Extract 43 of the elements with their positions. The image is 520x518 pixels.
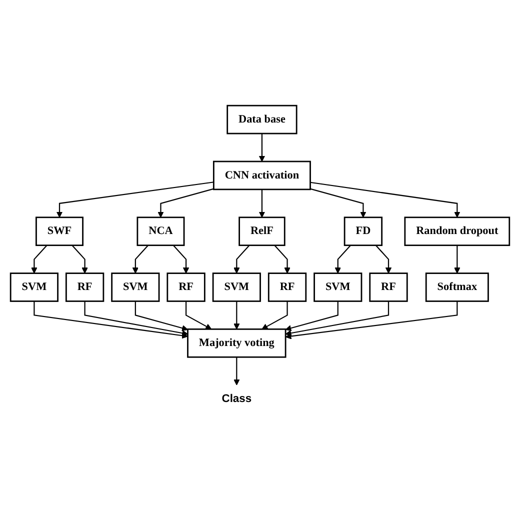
node-box: Majority voting — [187, 328, 286, 358]
arrow — [234, 356, 240, 386]
arrow — [258, 189, 266, 218]
arrow — [234, 244, 250, 274]
arrow — [285, 300, 458, 339]
node-box: FD — [344, 216, 383, 246]
node-box: RF — [65, 272, 104, 302]
arrow — [258, 133, 266, 162]
arrow — [454, 245, 460, 274]
arrow — [31, 244, 48, 274]
node-box: Random dropout — [404, 216, 510, 246]
node-box: SWF — [36, 216, 84, 246]
arrow — [310, 188, 366, 218]
arrow — [285, 300, 338, 331]
arrow — [262, 300, 288, 330]
node-box: Data base — [226, 104, 298, 134]
arrow — [334, 244, 351, 274]
node-box: RF — [369, 272, 408, 302]
arrow — [234, 300, 240, 330]
node-box: SVM — [10, 272, 58, 302]
arrow — [172, 244, 190, 274]
node-box: SVM — [111, 272, 160, 302]
arrow — [132, 244, 148, 274]
node-box: RelF — [238, 216, 286, 246]
arrow — [285, 300, 390, 336]
arrow — [56, 181, 214, 218]
node-text: Class — [222, 392, 252, 404]
node-box: RF — [166, 272, 206, 302]
node-box: NCA — [136, 216, 185, 246]
arrow — [134, 300, 188, 331]
arrow — [34, 300, 188, 338]
arrow — [274, 244, 290, 274]
arrow — [84, 300, 188, 336]
arrow — [185, 300, 212, 330]
node-box: SVM — [314, 272, 362, 302]
node-box: RF — [268, 272, 307, 302]
arrow — [310, 182, 460, 218]
arrow — [375, 244, 392, 274]
arrow — [158, 188, 214, 218]
node-box: Softmax — [425, 272, 489, 302]
arrow — [72, 244, 88, 274]
node-box: SVM — [212, 272, 261, 302]
node-box: CNN activation — [212, 160, 311, 190]
